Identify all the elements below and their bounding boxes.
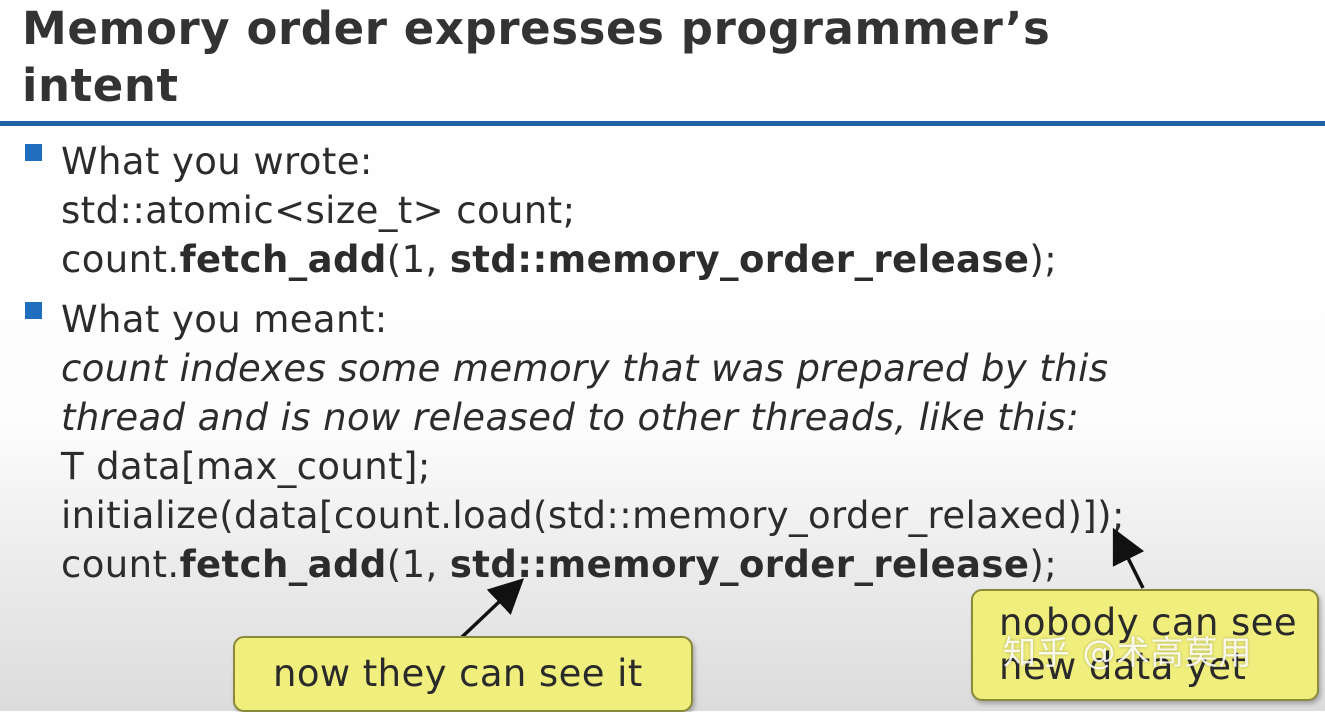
- callout-line-1: nobody can see: [999, 601, 1297, 644]
- title-divider: [0, 121, 1325, 126]
- code-function: fetch_add: [179, 543, 387, 586]
- code-prefix: count.: [61, 238, 180, 281]
- code-function: fetch_add: [179, 238, 387, 281]
- code-initialize-call: initialize(data[count.load(std::memory_o…: [61, 494, 1125, 537]
- bullet-what-you-meant: What you meant: count indexes some memor…: [25, 295, 1125, 589]
- slide-title-line-2: intent: [22, 59, 179, 112]
- arrow-to-release: [460, 578, 525, 639]
- callout-now-they-can-see: now they can see it: [233, 636, 693, 712]
- bullet-heading: What you meant:: [61, 298, 388, 341]
- code-array-declaration: T data[max_count];: [61, 445, 431, 488]
- bullet-heading: What you wrote:: [61, 140, 373, 183]
- code-fetch-add-call: count.fetch_add(1, std::memory_order_rel…: [61, 235, 1057, 284]
- code-fetch-add-call: count.fetch_add(1, std::memory_order_rel…: [61, 540, 1125, 589]
- code-args: (1,: [386, 543, 450, 586]
- bullet-square-icon: [25, 144, 42, 161]
- code-suffix: );: [1029, 543, 1058, 586]
- callout-text: now they can see it: [273, 652, 643, 695]
- bullet-what-you-wrote: What you wrote: std::atomic<size_t> coun…: [25, 137, 1057, 284]
- slide-title-line-1: Memory order expresses programmer’s: [22, 2, 1051, 55]
- code-prefix: count.: [61, 543, 180, 586]
- code-declaration: std::atomic<size_t> count;: [61, 189, 576, 232]
- code-memory-order: std::memory_order_release: [449, 543, 1030, 586]
- explanation-line-2: thread and is now released to other thre…: [61, 396, 1080, 439]
- slide-title: Memory order expresses programmer’s inte…: [22, 0, 1050, 114]
- callout-line-2: new data yet: [999, 645, 1247, 688]
- code-suffix: );: [1029, 238, 1058, 281]
- bullet-square-icon: [25, 302, 42, 319]
- explanation-line-1: count indexes some memory that was prepa…: [61, 347, 1109, 390]
- code-memory-order: std::memory_order_release: [449, 238, 1030, 281]
- code-args: (1,: [386, 238, 450, 281]
- callout-nobody-can-see: nobody can see new data yet: [971, 589, 1319, 701]
- callout-text: nobody can see new data yet: [999, 601, 1297, 689]
- watermark: 知乎 @术高莫用: [1003, 633, 1253, 672]
